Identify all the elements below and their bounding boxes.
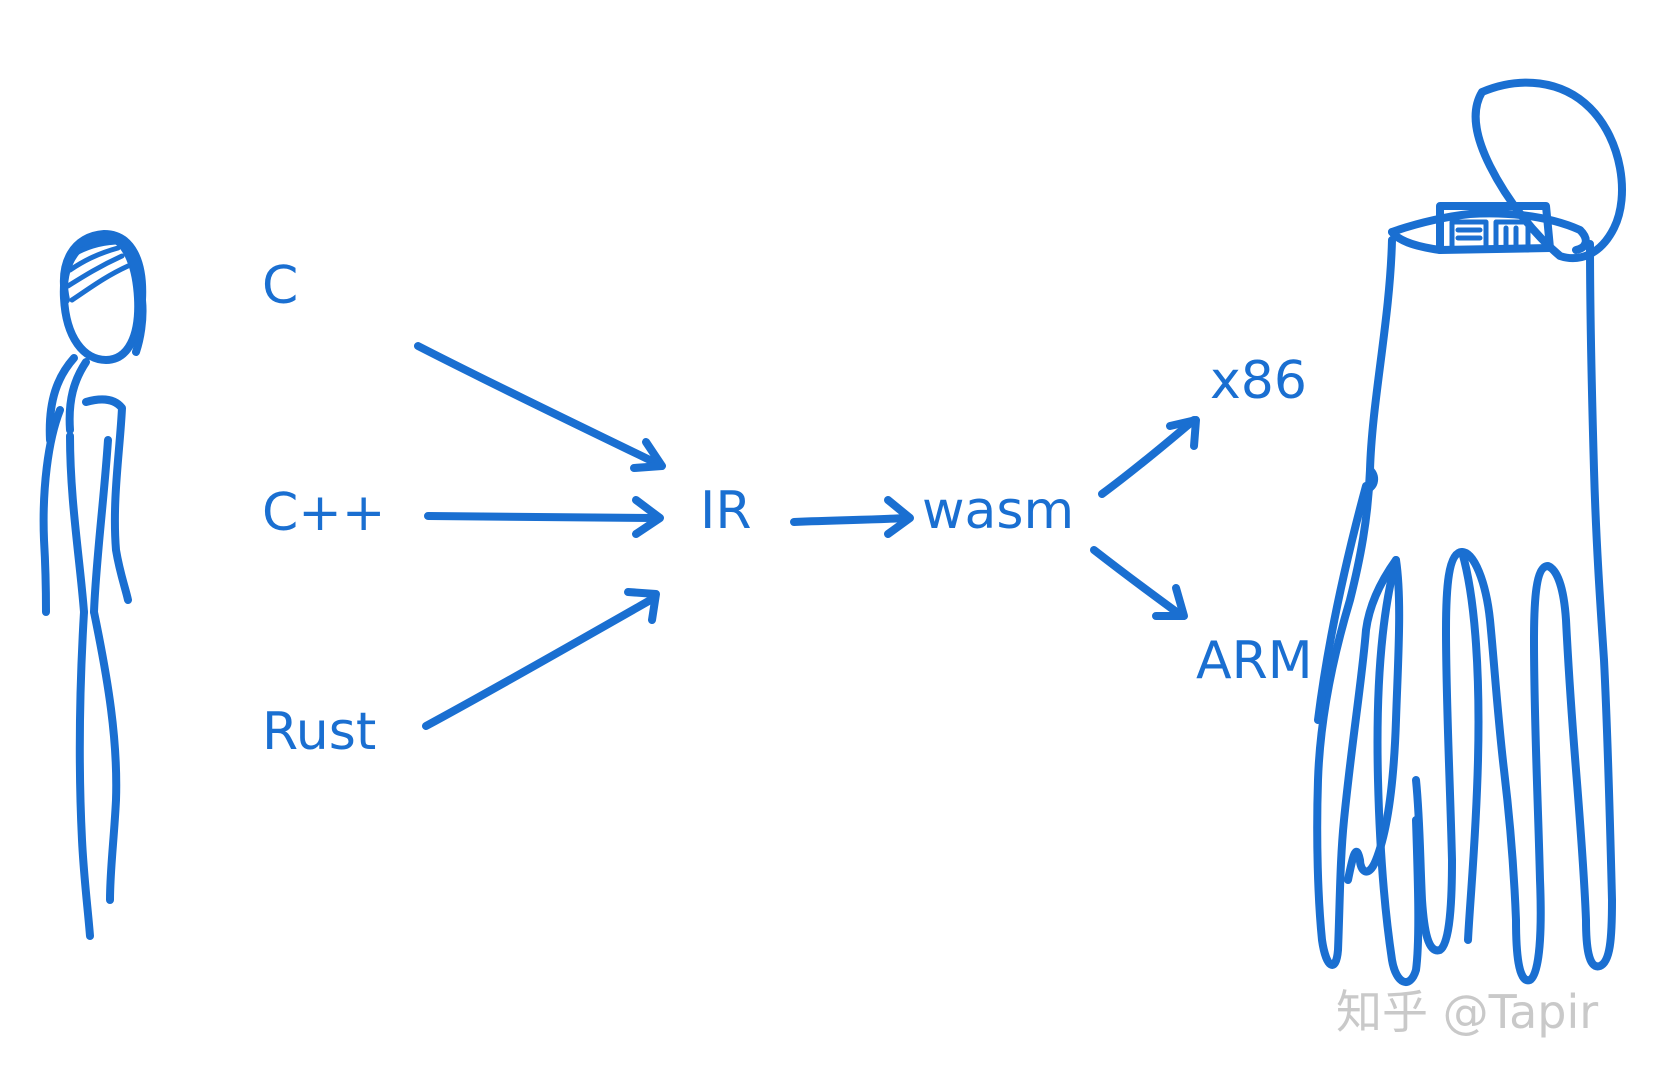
octopus-machine-figure <box>1313 78 1626 986</box>
arrows <box>414 342 1200 730</box>
developer-figure <box>39 230 147 940</box>
watermark: 知乎 @Tapir <box>1336 985 1598 1039</box>
arrow-wasm-to-arm <box>1090 546 1186 620</box>
wasm-label: wasm <box>922 481 1074 541</box>
arrow-c-to-ir <box>414 342 662 468</box>
arrow-rust-to-ir <box>422 594 658 730</box>
target-label-arm: ARM <box>1196 631 1313 691</box>
arrow-cpp-to-ir <box>424 512 660 522</box>
target-label-x86: x86 <box>1210 351 1307 411</box>
arrow-ir-to-wasm <box>790 514 910 526</box>
ir-label: IR <box>700 481 751 541</box>
source-label-c: C <box>262 256 298 316</box>
arrow-wasm-to-x86 <box>1098 416 1198 498</box>
labels: C C++ Rust IR wasm x86 ARM <box>262 256 1313 762</box>
source-label-rust: Rust <box>262 702 376 762</box>
source-label-cpp: C++ <box>262 483 385 543</box>
